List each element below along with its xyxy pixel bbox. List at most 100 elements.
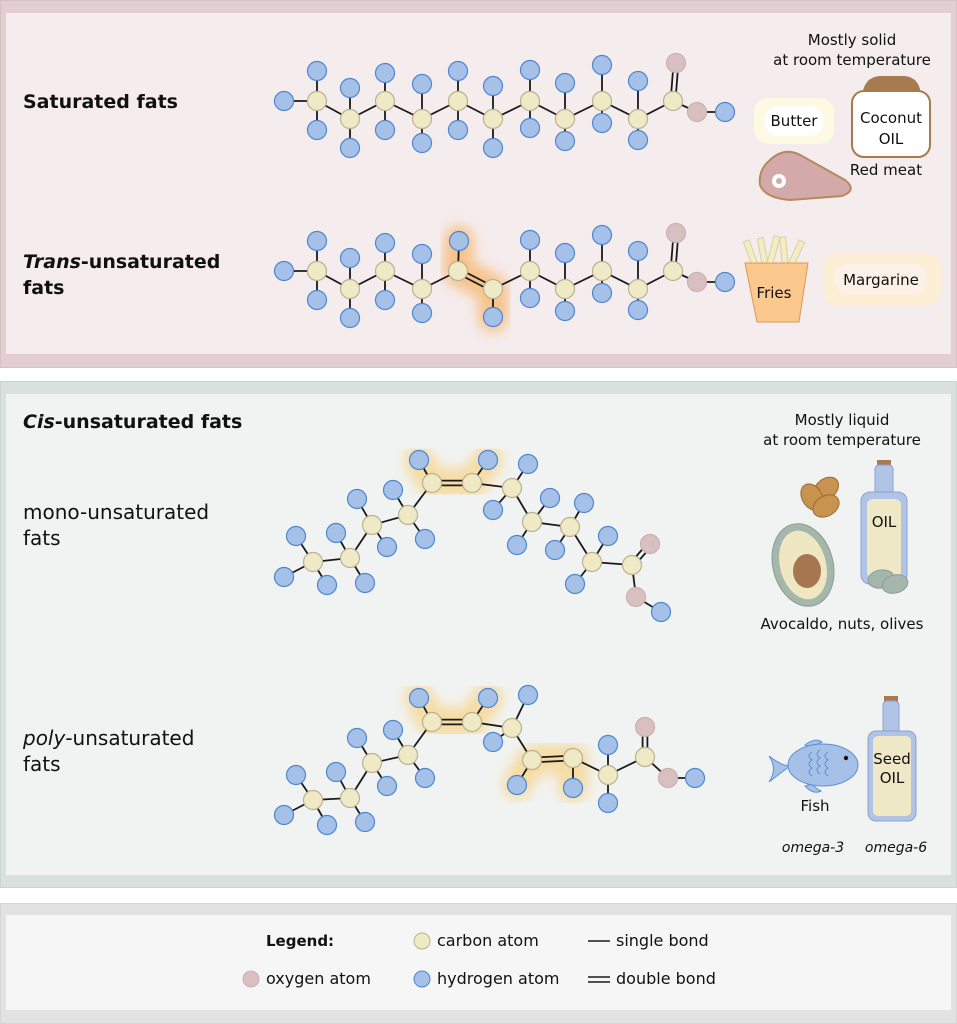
trans-fats-label: Trans-unsaturated (23, 250, 220, 274)
red-meat-label: Red meat (849, 161, 923, 179)
poly-hydrogen-atom (325, 761, 347, 783)
saturated-hydrogen-atom (554, 130, 576, 152)
mono-carbon-atom (521, 511, 543, 533)
saturated-carbon-atom (591, 90, 613, 112)
saturated-hydrogen-atom (374, 119, 396, 141)
mono-carbon-atom (302, 551, 324, 573)
trans-rest: -unsaturated (80, 251, 221, 273)
saturated-hydrogen-atom (374, 62, 396, 84)
mono-hydrogen-atom (346, 488, 368, 510)
saturated-hydrogen-atom (447, 119, 469, 141)
oil-label: OIL (871, 513, 897, 531)
legend-single-bond-label: single bond (616, 931, 709, 950)
saturated-carbon-atom (627, 108, 649, 130)
trans-hydrogen-atom (306, 230, 328, 252)
fish-label: Fish (800, 797, 830, 815)
saturated-hydrogen-atom (339, 77, 361, 99)
legend-hydrogen-icon (413, 970, 431, 988)
solid-note-line2: at room temperature (773, 51, 931, 69)
trans-carbon-atom (339, 278, 361, 300)
seed-oil-bottle-icon (867, 696, 917, 822)
omega6-label: omega-6 (864, 840, 928, 856)
mono-hydrogen-atom (564, 573, 586, 595)
trans-oxygen-atom (686, 271, 708, 293)
trans-hydrogen-atom (374, 232, 396, 254)
poly-hydrogen-atom (414, 767, 436, 789)
saturated-hydrogen-atom (447, 60, 469, 82)
trans-italic: Trans (23, 251, 81, 273)
saturated-hydrogen-atom (306, 60, 328, 82)
coconut-label-line2: OIL (878, 130, 904, 148)
poly-carbon-atom (634, 746, 656, 768)
mono-label-line2: fats (23, 526, 61, 550)
mono-label: mono-unsaturated (23, 500, 210, 524)
trans-hydrogen-atom (714, 271, 736, 293)
mono-carbon-atom (397, 504, 419, 526)
legend-carbon-label: carbon atom (437, 931, 539, 950)
mono-oxygen-atom (625, 586, 647, 608)
trans-hydrogen-atom (339, 307, 361, 329)
poly-hydrogen-atom (597, 792, 619, 814)
poly-carbon-atom (521, 749, 543, 771)
mono-carbon-atom (581, 551, 603, 573)
mono-hydrogen-atom (408, 449, 430, 471)
legend-double-bond-label: double bond (616, 969, 716, 988)
trans-hydrogen-atom (519, 287, 541, 309)
poly-carbon-atom (302, 789, 324, 811)
mono-hydrogen-atom (285, 525, 307, 547)
saturated-oxygen-atom (686, 101, 708, 123)
poly-hydrogen-atom (354, 811, 376, 833)
legend-title: Legend: (266, 932, 335, 950)
saturated-carbon-atom (339, 108, 361, 130)
butter-icon (754, 98, 834, 144)
poly-hydrogen-atom (597, 734, 619, 756)
trans-carbon-atom (554, 278, 576, 300)
cis-title: Cis-unsaturated fats (23, 410, 242, 434)
saturated-hydrogen-atom (482, 137, 504, 159)
saturated-carbon-atom (519, 90, 541, 112)
mono-hydrogen-atom (597, 525, 619, 547)
margarine-label: Margarine (843, 271, 919, 289)
poly-rest: -unsaturated (65, 726, 195, 750)
mono-hydrogen-atom (382, 479, 404, 501)
mono-hydrogen-atom (414, 528, 436, 550)
trans-hydrogen-atom (411, 243, 433, 265)
mono-hydrogen-atom (506, 534, 528, 556)
trans-hydrogen-atom (627, 240, 649, 262)
saturated-hydrogen-atom (554, 72, 576, 94)
omega3-label: omega-3 (781, 840, 845, 856)
mono-oxygen-atom (639, 533, 661, 555)
saturated-hydrogen-atom (411, 73, 433, 95)
saturated-fats-label: Saturated fats (23, 91, 178, 113)
saturated-hydrogen-atom (627, 70, 649, 92)
poly-carbon-atom (562, 747, 584, 769)
poly-hydrogen-atom (506, 774, 528, 796)
trans-hydrogen-atom (627, 299, 649, 321)
mono-foods-caption: Avocaldo, nuts, olives (760, 615, 924, 633)
poly-hydrogen-atom (408, 687, 430, 709)
avocado-icon (771, 523, 835, 607)
poly-carbon-atom (397, 744, 419, 766)
mono-carbon-atom (559, 516, 581, 538)
trans-carbon-atom (662, 260, 684, 282)
poly-oxygen-atom (634, 716, 656, 738)
fish-icon (768, 739, 859, 793)
atoms (273, 52, 736, 836)
legend-oxygen-label: oxygen atom (266, 969, 371, 988)
saturated-carbon-atom (482, 108, 504, 130)
poly-oxygen-atom (657, 767, 679, 789)
poly-hydrogen-atom (316, 814, 338, 836)
mono-carbon-atom (421, 472, 443, 494)
trans-carbon-atom (447, 260, 469, 282)
trans-hydrogen-atom (591, 282, 613, 304)
poly-hydrogen-atom (273, 804, 295, 826)
poly-carbon-atom (501, 717, 523, 739)
seed-oil-label-line2: OIL (879, 769, 905, 787)
legend-carbon-icon (413, 932, 431, 950)
saturated-hydrogen-atom (519, 59, 541, 81)
nuts-icon (800, 476, 840, 518)
legend-oxygen-icon (242, 970, 260, 988)
mono-hydrogen-atom (354, 572, 376, 594)
fries-icon (742, 235, 809, 323)
